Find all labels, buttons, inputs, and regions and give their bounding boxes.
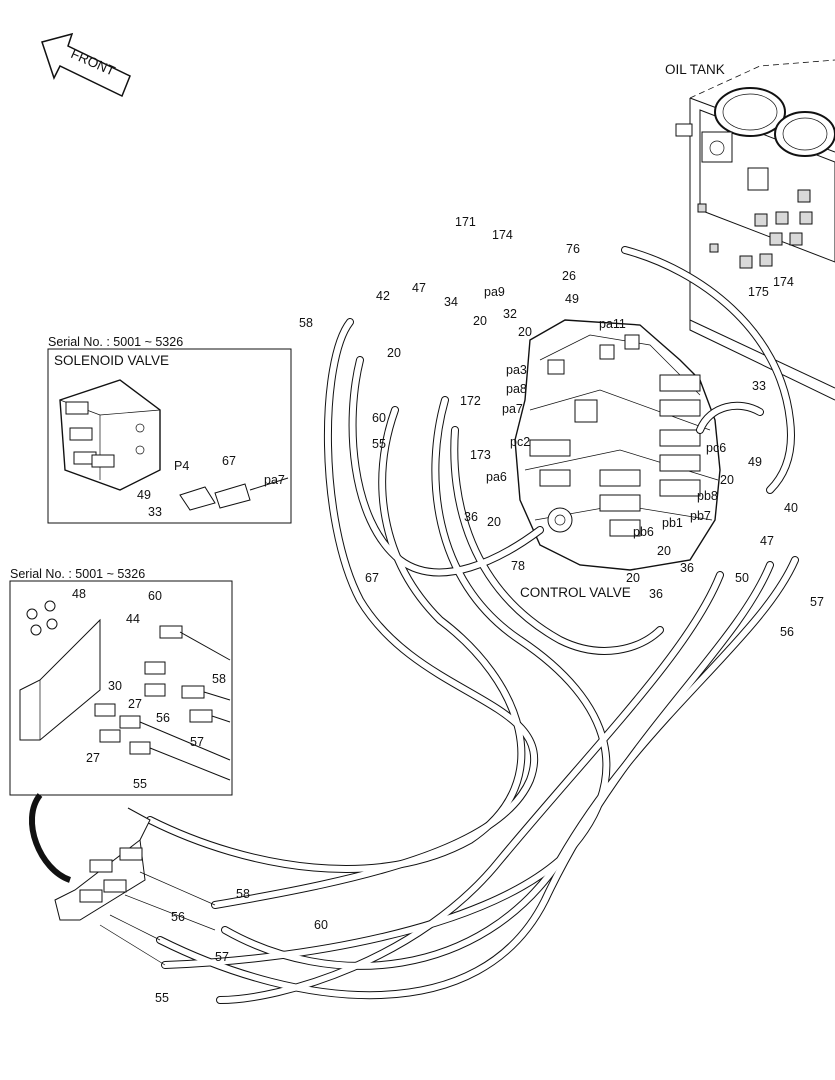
- bracket-serial: Serial No. : 5001 ~ 5326: [10, 567, 145, 581]
- callout-pc6-27: pc6: [706, 441, 726, 455]
- callout-pc2-21: pc2: [510, 435, 530, 449]
- callout-pb7-34: pb7: [690, 509, 711, 523]
- callout-36-24: 36: [464, 510, 478, 524]
- bracket-label-58: 58: [212, 672, 226, 686]
- bracket-label-48: 48: [72, 587, 86, 601]
- callout-pa7-17: pa7: [502, 402, 523, 416]
- callout-175-29: 175: [748, 285, 769, 299]
- callout-55-51: 55: [155, 991, 169, 1005]
- callout-67-43: 67: [365, 571, 379, 585]
- hose-h56b-inner: [217, 572, 723, 1003]
- bracket-label-44: 44: [126, 612, 140, 626]
- solenoid-label-49: 49: [137, 488, 151, 502]
- callout-pa3-15: pa3: [506, 363, 527, 377]
- callout-32-11: 32: [503, 307, 517, 321]
- callout-40-33: 40: [784, 501, 798, 515]
- callout-pa8-16: pa8: [506, 382, 527, 396]
- callout-56-50: 56: [171, 910, 185, 924]
- solenoid-label-33: 33: [148, 505, 162, 519]
- callout-20-12: 20: [518, 325, 532, 339]
- callout-60-19: 60: [372, 411, 386, 425]
- solenoid-valve-inset: Serial No. : 5001 ~ 5326 SOLENOID VALVE …: [47, 335, 292, 524]
- callout-55-20: 55: [372, 437, 386, 451]
- bracket-label-55: 55: [133, 777, 147, 791]
- callout-36-42: 36: [649, 587, 663, 601]
- callout-78-44: 78: [511, 559, 525, 573]
- callout-56-46: 56: [780, 625, 794, 639]
- callout-58-47: 58: [236, 887, 250, 901]
- callout-174-1: 174: [492, 228, 513, 242]
- control-valve-title: CONTROL VALVE: [520, 585, 631, 600]
- oil-tank: OIL TANK: [665, 59, 835, 401]
- hoses: [146, 246, 799, 1004]
- hose-h60-inner: [147, 407, 525, 872]
- callout-49-28: 49: [748, 455, 762, 469]
- hose-h33-inner: [697, 402, 763, 433]
- callout-57-49: 57: [215, 950, 229, 964]
- front-arrow: FRONT: [41, 32, 131, 98]
- callout-pb6-37: pb6: [633, 525, 654, 539]
- bracket-label-30: 30: [108, 679, 122, 693]
- lower-bracket: [28, 793, 216, 966]
- hose-h56: [156, 561, 774, 1000]
- bracket-inset: Serial No. : 5001 ~ 5326 48 60 44 58 30 …: [9, 567, 233, 796]
- callout-47-35: 47: [760, 534, 774, 548]
- oil-tank-title: OIL TANK: [665, 62, 725, 77]
- bracket-label-57: 57: [190, 735, 204, 749]
- callout-pa6-23: pa6: [486, 470, 507, 484]
- solenoid-serial: Serial No. : 5001 ~ 5326: [48, 335, 183, 349]
- hose-h57: [221, 556, 799, 970]
- callout-76-3: 76: [566, 242, 580, 256]
- callout-58-13: 58: [299, 316, 313, 330]
- callout-34-9: 34: [444, 295, 458, 309]
- callout-20-14: 20: [387, 346, 401, 360]
- callout-20-32: 20: [720, 473, 734, 487]
- callout-173-22: 173: [470, 448, 491, 462]
- solenoid-label-pa7: pa7: [264, 473, 285, 487]
- bracket-label-60: 60: [148, 589, 162, 603]
- callout-49-5: 49: [565, 292, 579, 306]
- callout-pa11-6: pa11: [599, 317, 626, 331]
- solenoid-label-67: 67: [222, 454, 236, 468]
- callout-20-41: 20: [626, 571, 640, 585]
- control-valve: CONTROL VALVE: [514, 319, 721, 600]
- callout-47-8: 47: [412, 281, 426, 295]
- hose-h78-inner: [451, 427, 663, 654]
- callout-36-39: 36: [680, 561, 694, 575]
- bracket-label-56: 56: [156, 711, 170, 725]
- callout-57-45: 57: [810, 595, 824, 609]
- callout-60-48: 60: [314, 918, 328, 932]
- callout-20-10: 20: [473, 314, 487, 328]
- hose-h57-inner: [222, 557, 798, 969]
- solenoid-label-p4: P4: [174, 459, 189, 473]
- solenoid-title: SOLENOID VALVE: [54, 353, 169, 368]
- hose-h76-inner: [622, 247, 794, 493]
- callout-42-7: 42: [376, 289, 390, 303]
- callout-33-26: 33: [752, 379, 766, 393]
- hose-h55-inner: [162, 397, 610, 968]
- bracket-label-27a: 27: [128, 697, 142, 711]
- callout-26-4: 26: [562, 269, 576, 283]
- hose-h56-inner: [157, 562, 773, 999]
- callout-pb8-31: pb8: [697, 489, 718, 503]
- callout-171-0: 171: [455, 215, 476, 229]
- callout-172-18: 172: [460, 394, 481, 408]
- callout-174-30: 174: [773, 275, 794, 289]
- bracket-label-27b: 27: [86, 751, 100, 765]
- callout-20-38: 20: [657, 544, 671, 558]
- hose-h67-inner: [349, 357, 543, 576]
- callout-pa9-2: pa9: [484, 285, 505, 299]
- callout-pb1-36: pb1: [662, 516, 683, 530]
- callout-20-25: 20: [487, 515, 501, 529]
- callout-50-40: 50: [735, 571, 749, 585]
